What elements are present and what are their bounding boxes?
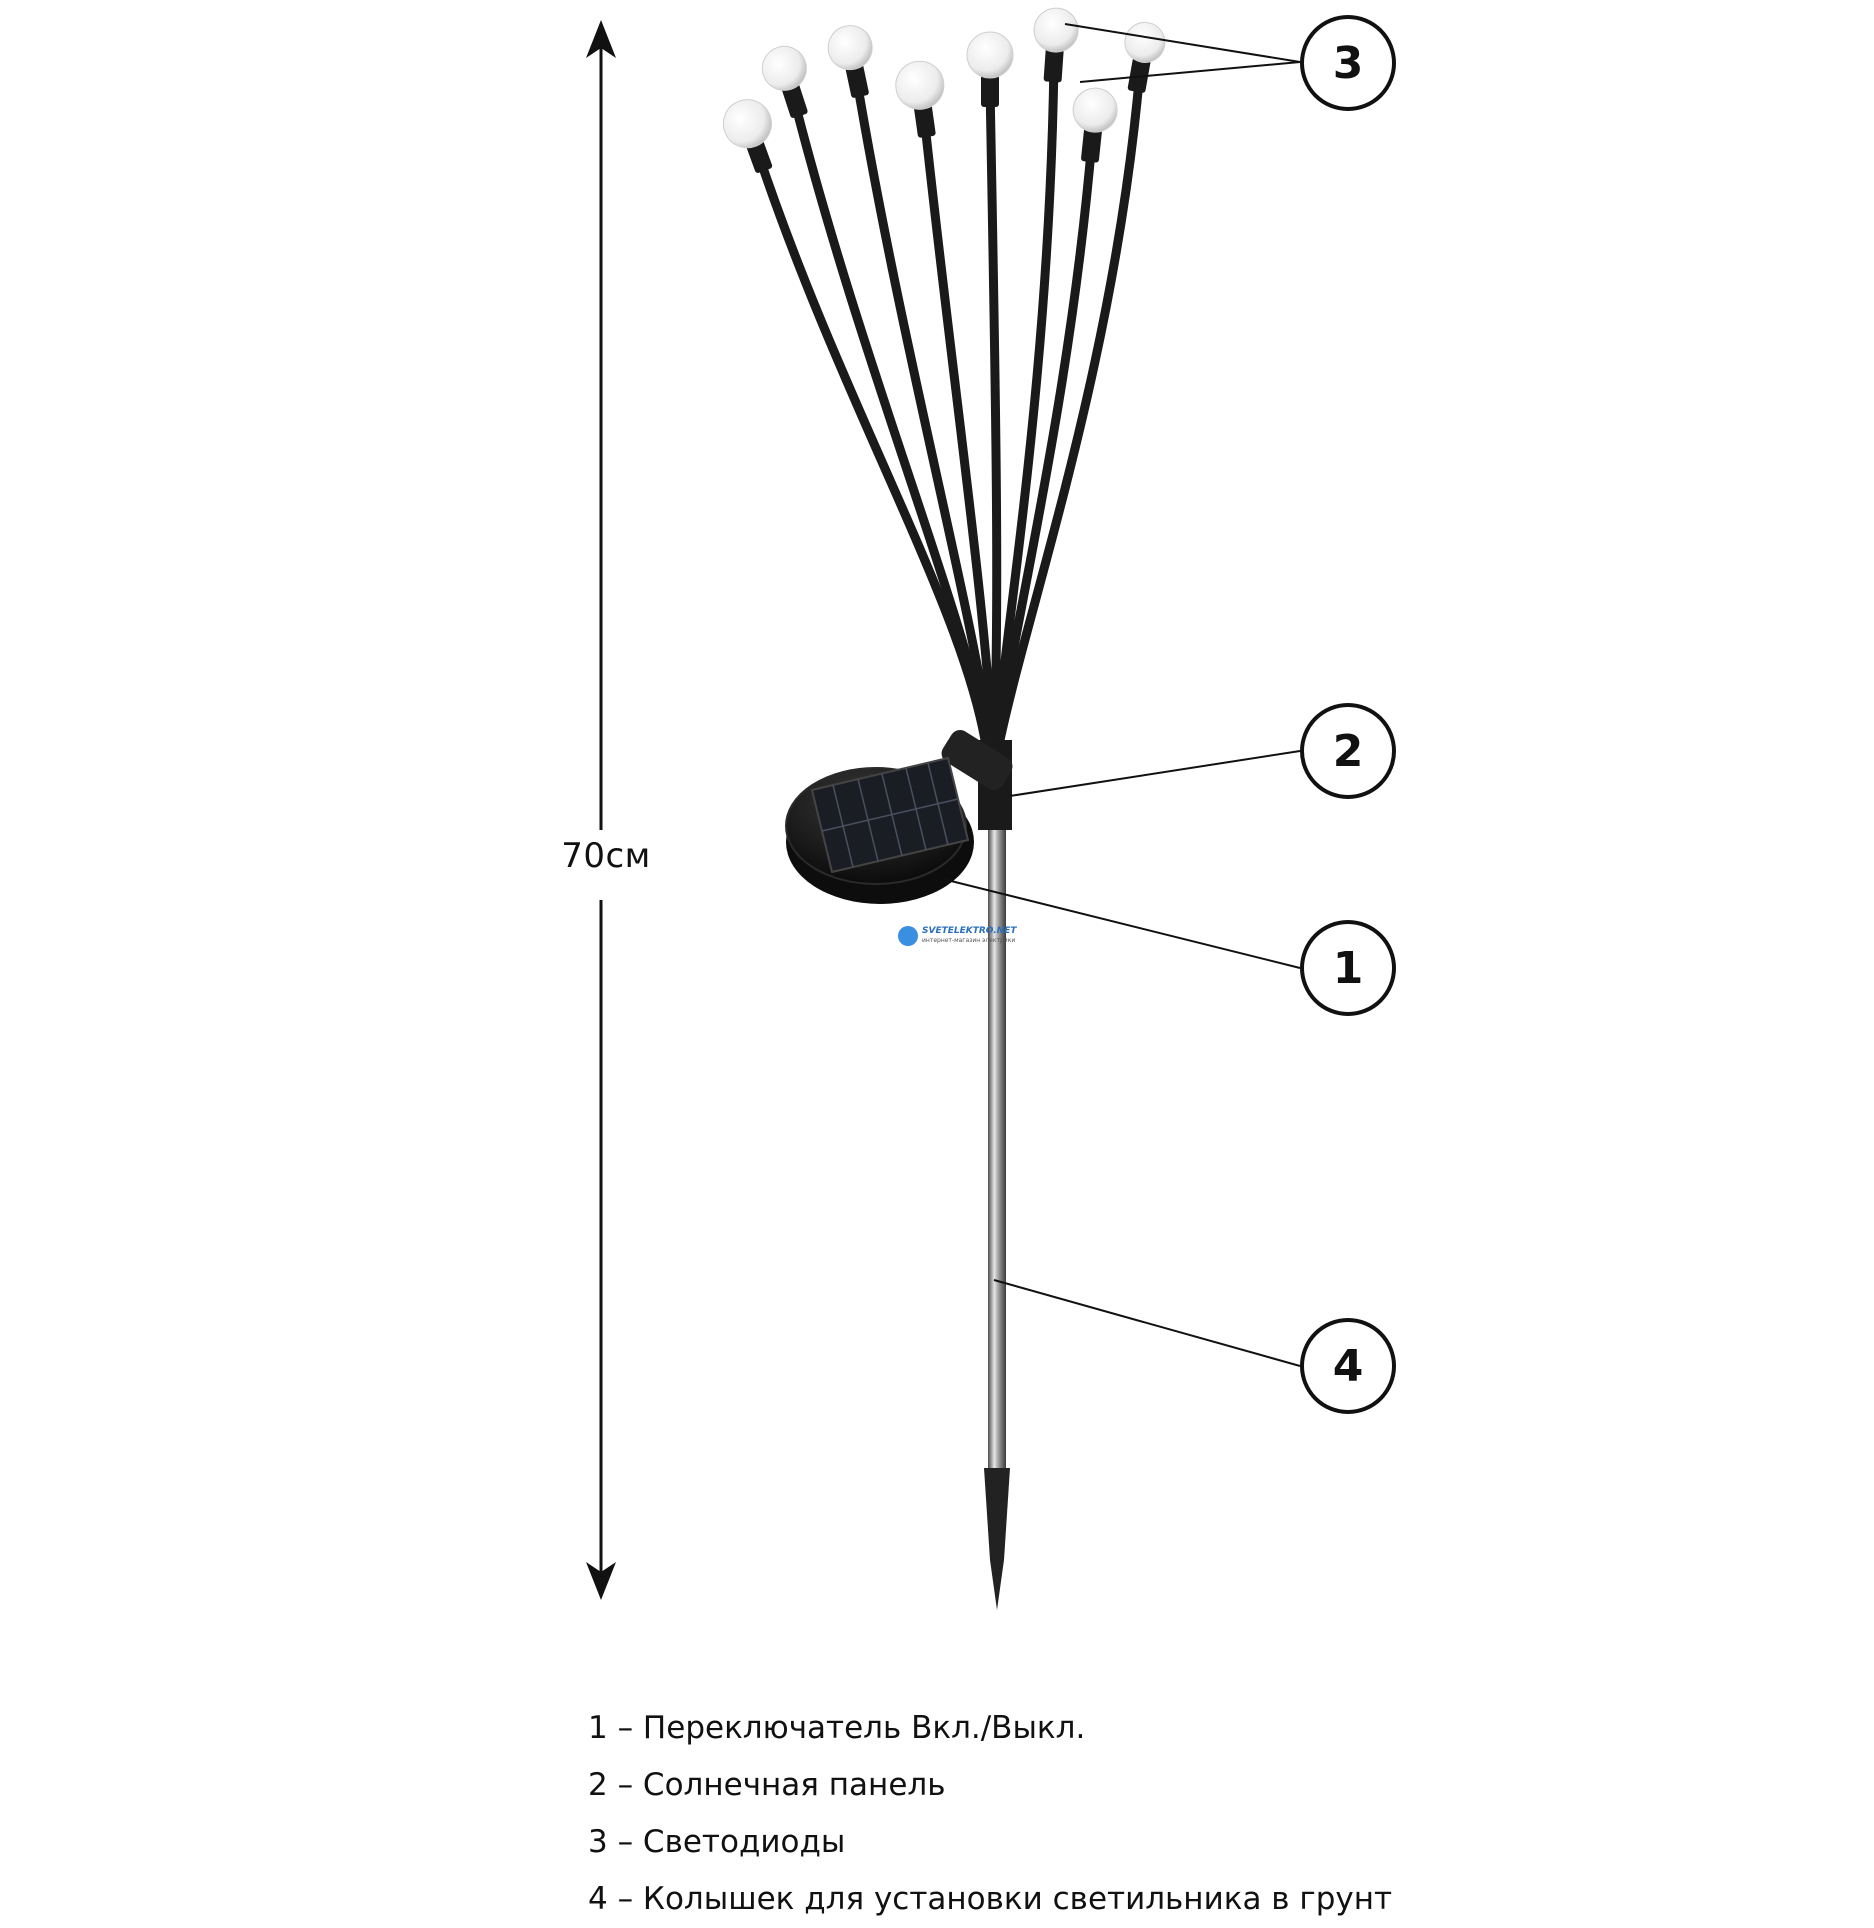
legend-item-3: 3 – Светодиоды (588, 1824, 846, 1860)
leader-lines (942, 23, 1301, 1367)
led-bulb-icon (966, 31, 1014, 107)
watermark-brand: SVETELEKTRO.NET (922, 926, 1017, 936)
led-bulb-icon (1124, 21, 1166, 93)
led-stem (788, 90, 993, 745)
height-label: 70см (561, 836, 651, 876)
led-stem (919, 110, 997, 745)
legend-item-2: 2 – Солнечная панель (588, 1767, 946, 1803)
led-bulb-icon (761, 45, 808, 118)
led-stem (991, 55, 1059, 745)
led-bulb-icon (827, 25, 873, 98)
lamp-diagram (586, 7, 1301, 1610)
led-bulb-icon (1033, 7, 1079, 83)
callout-1: 1 (1300, 920, 1396, 1016)
led-stem (995, 65, 1145, 745)
led-bulb-icon (895, 60, 945, 138)
callout-3: 3 (1300, 15, 1396, 111)
ground-stake-rod (988, 800, 1006, 1470)
watermark-logo-icon (898, 926, 918, 946)
watermark-sub: интернет-магазин электрики (922, 937, 1016, 944)
solar-panel-icon (785, 729, 1013, 904)
callout-2: 2 (1300, 703, 1396, 799)
legend: 1 – Переключатель Вкл./Выкл. 2 – Солнечн… (588, 1700, 1392, 1928)
led-bulbs (722, 7, 1166, 173)
led-bulb-icon (722, 99, 773, 173)
led-stems (752, 55, 1145, 745)
led-bulb-icon (1072, 87, 1118, 163)
ground-stake-icon (984, 1468, 1010, 1610)
legend-item-4: 4 – Колышек для установки светильника в … (588, 1881, 1393, 1917)
led-stem (993, 135, 1097, 745)
legend-item-1: 1 – Переключатель Вкл./Выкл. (588, 1710, 1086, 1746)
watermark: SVETELEKTRO.NET интернет-магазин электри… (898, 926, 1017, 946)
led-stem (851, 70, 995, 745)
led-stem (752, 145, 990, 745)
led-stem (985, 80, 1002, 745)
height-dimension-arrow (586, 20, 616, 1600)
callout-4: 4 (1300, 1318, 1396, 1414)
